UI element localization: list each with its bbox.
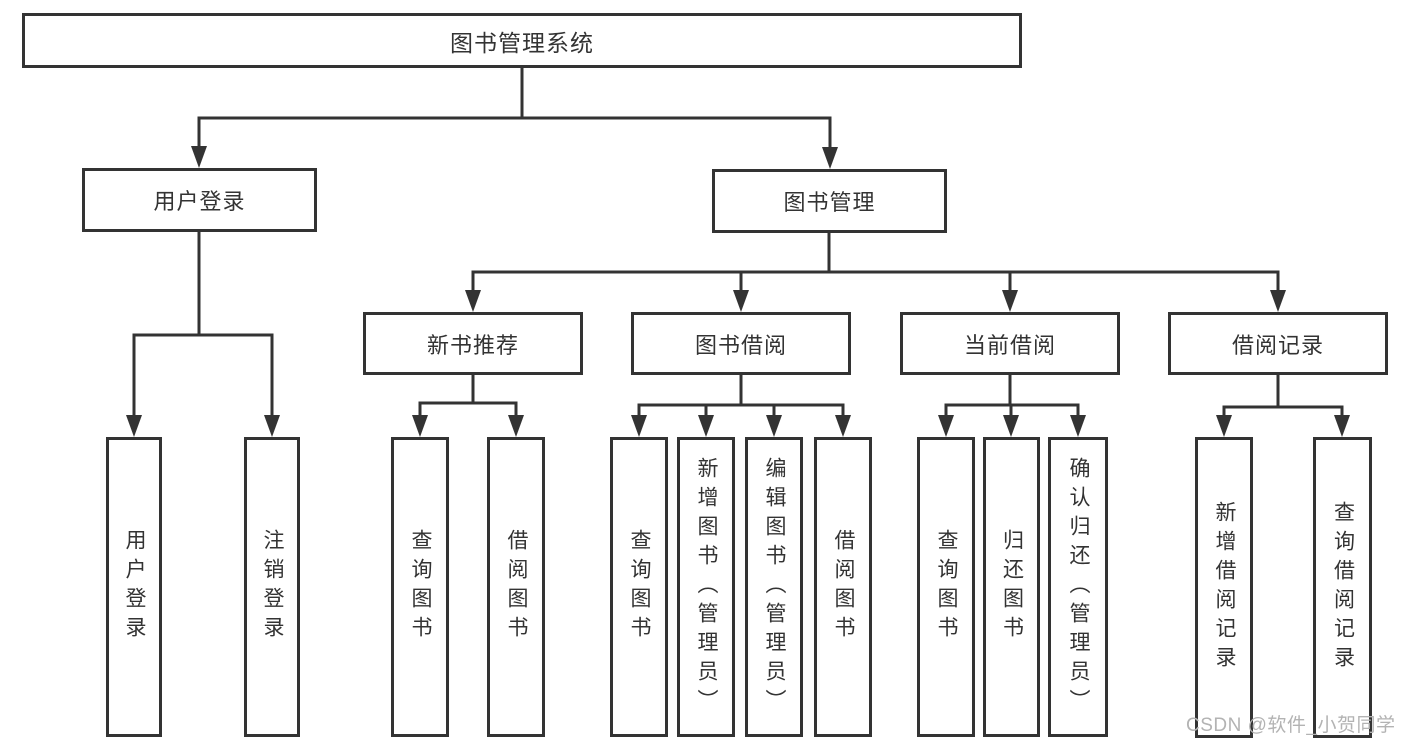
leaf-borrow-add-books-admin: 新增图书（管理员） [677, 437, 735, 737]
leaf-recommend-query-books: 查询图书 [391, 437, 449, 737]
leaf-recommend-borrow-books: 借阅图书 [487, 437, 545, 737]
leaf-logout: 注销登录 [244, 437, 300, 737]
node-borrow-records: 借阅记录 [1168, 312, 1388, 375]
node-current-borrow: 当前借阅 [900, 312, 1120, 375]
leaf-current-confirm-return-admin: 确认归还（管理员） [1048, 437, 1108, 737]
node-new-book-recommend: 新书推荐 [363, 312, 583, 375]
leaf-records-query-record: 查询借阅记录 [1313, 437, 1372, 738]
leaf-borrow-borrow-books: 借阅图书 [814, 437, 872, 737]
node-book-borrow: 图书借阅 [631, 312, 851, 375]
leaf-current-query-books: 查询图书 [917, 437, 975, 737]
arrowheads [126, 146, 1350, 437]
leaf-records-add-record: 新增借阅记录 [1195, 437, 1253, 738]
node-book-management: 图书管理 [712, 169, 947, 233]
leaf-user-login: 用户登录 [106, 437, 162, 737]
leaf-borrow-query-books: 查询图书 [610, 437, 668, 737]
node-system-root: 图书管理系统 [22, 13, 1022, 68]
leaf-current-return-books: 归还图书 [983, 437, 1040, 737]
csdn-watermark: CSDN @软件_小贺同学 [1186, 715, 1396, 736]
leaf-borrow-edit-books-admin: 编辑图书（管理员） [745, 437, 803, 737]
node-user-login: 用户登录 [82, 168, 317, 232]
